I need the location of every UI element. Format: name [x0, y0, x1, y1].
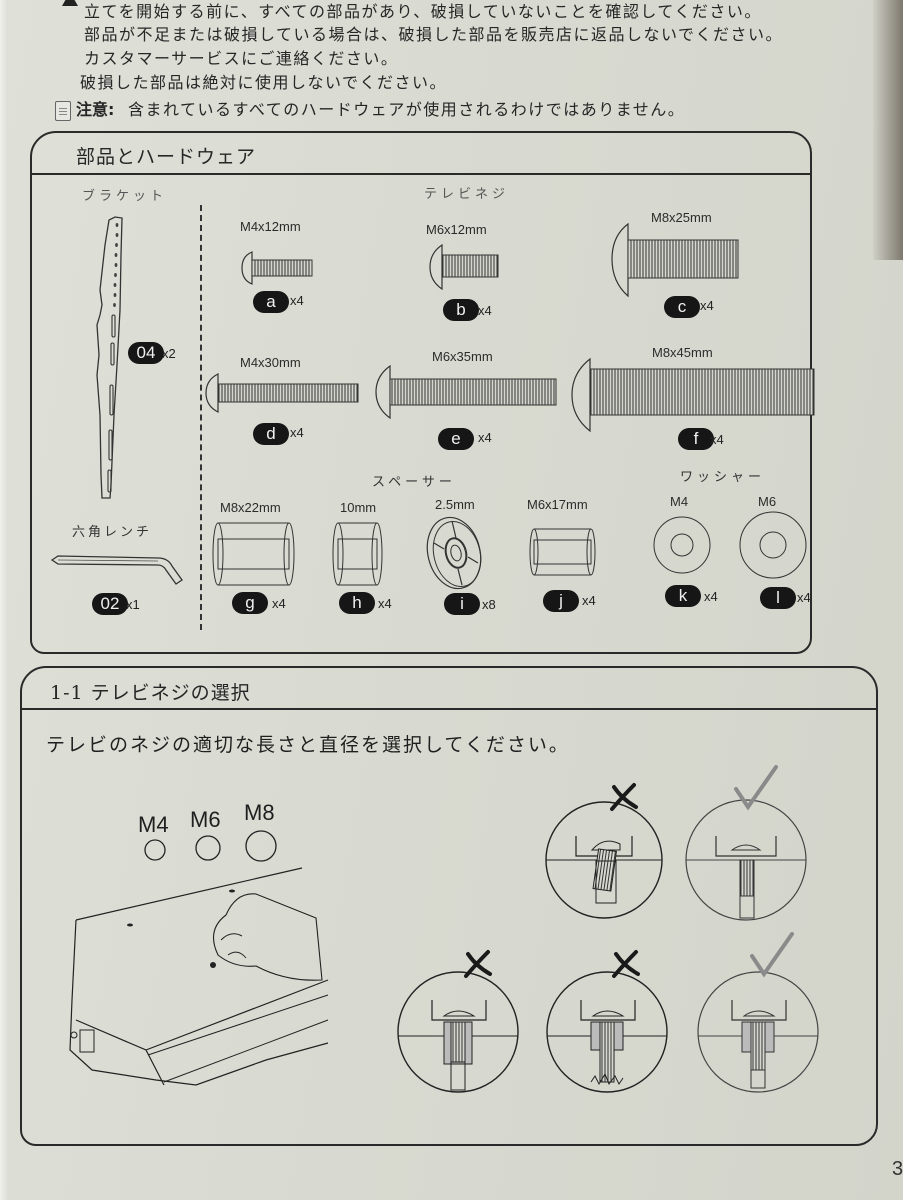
screw-d-illustration [205, 373, 359, 413]
spacer-j-size: M6x17mm [527, 497, 588, 512]
tv-back-hand-illustration [69, 867, 329, 1086]
warning-line: 立てを開始する前に、すべての部品があり、破損していないことを確認してください。 [84, 2, 762, 21]
hole-size-m4-label: M4 [138, 812, 169, 837]
cross-icon [612, 950, 640, 978]
screw-c-qty: x4 [700, 298, 714, 313]
step-section-header [22, 668, 876, 710]
warning-line: 破損した部品は絶対に使用しないでください。 [80, 73, 448, 92]
badge-d: d [253, 423, 289, 445]
hole-m8-circle [245, 830, 277, 862]
hole-size-circles [144, 830, 277, 862]
cross-icon [464, 950, 492, 978]
badge-f: f [678, 428, 714, 450]
badge-j: j [543, 590, 579, 612]
bracket-qty: x2 [162, 346, 176, 361]
badge-a: a [253, 291, 289, 313]
note-label: 注意: [76, 100, 115, 119]
page-gutter [0, 0, 8, 1200]
example-correct-screw [685, 799, 807, 921]
parts-section-title: 部品とハードウェア [76, 146, 257, 168]
badge-g: g [232, 592, 268, 614]
spacer-g-size: M8x22mm [220, 500, 281, 515]
step-section-title: 1-1 テレビネジの選択 [50, 682, 251, 704]
screw-d-qty: x4 [290, 425, 304, 440]
screw-b-qty: x4 [478, 303, 492, 318]
wrench-qty: x1 [126, 597, 140, 612]
badge-i: i [444, 593, 480, 615]
example-wrong-no-spacer [397, 971, 519, 1093]
hole-size-m8-label: M8 [244, 800, 275, 825]
step-section: 1-1 テレビネジの選択 [20, 666, 878, 1146]
tv-screws-category-label: テレビネジ [424, 187, 510, 202]
hole-m6-circle [195, 835, 221, 861]
spacer-h-size: 10mm [340, 500, 377, 515]
step-instruction: テレビのネジの適切な長さと直径を選択してください。 [46, 734, 570, 756]
washer-k-qty: x4 [704, 589, 718, 604]
washer-l-illustration [739, 511, 807, 579]
spacer-i-size: 2.5mm [435, 497, 475, 512]
badge-b: b [443, 299, 479, 321]
spacer-j-illustration [529, 528, 596, 576]
bracket-illustration [96, 216, 123, 499]
example-wrong-too-long [546, 971, 668, 1093]
warning-line: 部品が不足または破損している場合は、破損した部品を販売店に返品しないでください。 [84, 25, 784, 44]
screw-a-illustration [241, 251, 313, 285]
check-icon [750, 932, 794, 978]
hole-m4-circle [144, 839, 166, 861]
hex-wrench-illustration [50, 555, 183, 585]
screw-c-size: M8x25mm [651, 210, 712, 225]
warning-line: カスタマーサービスにご連絡ください。 [84, 49, 399, 68]
screw-f-illustration [571, 357, 815, 433]
bracket-category-label: ブラケット [82, 189, 168, 204]
washer-k-illustration [653, 516, 711, 574]
bracket-holes [113, 223, 119, 307]
spacer-j-qty: x4 [582, 593, 596, 608]
example-wrong-short-screw [545, 801, 663, 919]
screw-c-illustration [611, 222, 739, 298]
spacer-g-qty: x4 [272, 596, 286, 611]
screw-b-size: M6x12mm [426, 222, 487, 237]
spacer-i-qty: x8 [482, 597, 496, 612]
badge-c: c [664, 296, 700, 318]
screw-a-size: M4x12mm [240, 219, 301, 234]
screw-e-illustration [375, 364, 557, 420]
badge-e: e [438, 428, 474, 450]
washer-k-size: M4 [670, 494, 689, 509]
wrench-category-label: 六角レンチ [72, 525, 153, 540]
spacer-g-illustration [212, 522, 295, 586]
spacer-i-illustration [426, 516, 482, 590]
example-correct-with-spacer [697, 971, 819, 1093]
parts-section-header [32, 133, 810, 175]
page-number: 3 [892, 1158, 903, 1180]
badge-04: 04 [128, 342, 164, 364]
warning-icon [62, 0, 78, 6]
screw-f-qty: x4 [710, 432, 724, 447]
screw-e-size: M6x35mm [432, 349, 493, 364]
hole-size-m6-label: M6 [190, 807, 221, 832]
screw-e-qty: x4 [478, 430, 492, 445]
note-icon [55, 101, 71, 121]
washer-l-qty: x4 [797, 590, 811, 605]
badge-h: h [339, 592, 375, 614]
spacers-category-label: スペーサー [372, 475, 456, 490]
washer-l-size: M6 [758, 494, 777, 509]
washers-category-label: ワッシャー [680, 470, 766, 485]
column-divider [200, 205, 202, 630]
badge-02: 02 [92, 593, 128, 615]
screw-a-qty: x4 [290, 293, 304, 308]
badge-k: k [665, 585, 701, 607]
check-icon [734, 765, 778, 811]
badge-l: l [760, 587, 796, 609]
screw-f-size: M8x45mm [652, 345, 713, 360]
page-edge-shadow [873, 0, 903, 260]
cross-icon [610, 783, 638, 811]
screw-d-size: M4x30mm [240, 355, 301, 370]
spacer-h-illustration [332, 522, 383, 586]
spacer-h-qty: x4 [378, 596, 392, 611]
screw-b-illustration [429, 243, 499, 291]
note-text: 含まれているすべてのハードウェアが使用されるわけではありません。 [128, 100, 686, 119]
